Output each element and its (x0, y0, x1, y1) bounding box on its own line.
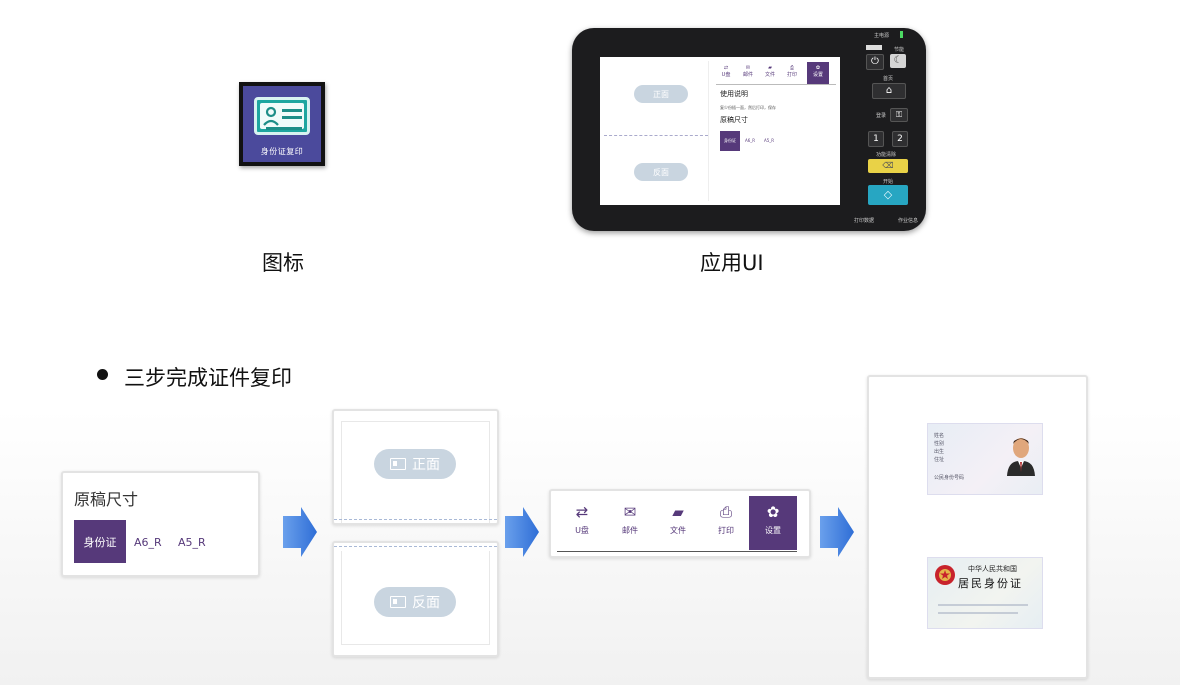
id-card-front: 姓名 性别 出生 住址 公民身份号码 (927, 423, 1043, 495)
screen-tool-file[interactable]: ▰文件 (764, 65, 775, 78)
printer-device: 正面 反面 ⇄U盘 ✉邮件 ▰文件 ⎙打印 ✿设置 使用说明 复少份插一面，然后… (572, 28, 926, 231)
national-emblem-icon (935, 565, 955, 585)
icon-caption: 图标 (262, 251, 304, 275)
status-bar (866, 45, 882, 50)
toolbar-print[interactable]: ⎙ 打印 (702, 496, 750, 548)
screen-tool-mail[interactable]: ✉邮件 (742, 65, 753, 78)
step1-title: 原稿尺寸 (74, 490, 139, 509)
scan-area: 正面 反面 (604, 61, 709, 201)
screen-front-button[interactable]: 正面 (634, 85, 688, 103)
energy-label: 节能 (894, 47, 905, 53)
main-power-label: 主电源 (874, 33, 890, 39)
step2-back-panel: 反面 (332, 541, 499, 657)
back-scan-button[interactable]: 反面 (374, 587, 456, 617)
toolbar-usb-label: U盘 (575, 526, 589, 535)
size-option-a5r[interactable]: A5_R (178, 536, 206, 549)
screen-back-label: 反面 (653, 167, 669, 177)
screen-usage-title: 使用说明 (720, 90, 748, 98)
home-label: 首页 (883, 76, 894, 82)
login-button[interactable]: ⚿ (890, 108, 908, 122)
clear-button[interactable]: ⌫ (868, 159, 908, 173)
start-button[interactable]: ◇ (868, 185, 908, 205)
arrow-right-icon (820, 507, 854, 557)
power-button[interactable]: ⏻ (866, 54, 884, 70)
arrow-right-icon (505, 507, 539, 557)
toolbar-mail[interactable]: ✉ 邮件 (606, 496, 654, 548)
screen-back-button[interactable]: 反面 (634, 163, 688, 181)
login-label: 登录 (876, 113, 887, 119)
folder-icon: ▰ (672, 503, 684, 521)
screen-tool-settings[interactable]: ✿设置 (807, 62, 829, 84)
app-icon[interactable]: 身份证复印 (239, 82, 325, 166)
mail-icon: ✉ (623, 503, 637, 521)
toolbar-print-label: 打印 (718, 526, 734, 535)
step2-front-panel: 正面 (332, 409, 499, 525)
ui-caption: 应用UI (700, 251, 764, 275)
device-screen: 正面 反面 ⇄U盘 ✉邮件 ▰文件 ⎙打印 ✿设置 使用说明 复少份插一面，然后… (600, 57, 840, 205)
home-button[interactable]: ⌂ (872, 83, 906, 99)
toolbar-settings[interactable]: ✿ 设置 (749, 496, 797, 550)
size-option-a6r[interactable]: A6_R (134, 536, 162, 549)
usb-icon: ⇄ (575, 503, 589, 521)
screen-usage-text: 复少份插一面，然后打印，保存 (720, 105, 776, 110)
id-card-icon (390, 596, 406, 608)
printer-icon: ⎙ (719, 503, 732, 521)
screen-tool-print[interactable]: ⎙打印 (786, 65, 797, 78)
page-1-button[interactable]: 1 (868, 131, 884, 147)
output-page: 姓名 性别 出生 住址 公民身份号码 中华人民共和国 居民身份证 (867, 375, 1088, 679)
energy-save-button[interactable]: ☾ (890, 54, 906, 68)
toolbar-settings-label: 设置 (765, 526, 781, 535)
id-back-title1: 中华人民共和国 (968, 565, 1017, 573)
portrait-icon (1007, 438, 1035, 476)
id-front-lines: 姓名 性别 出生 住址 公民身份号码 (934, 433, 965, 481)
id-card-back: 中华人民共和国 居民身份证 (927, 557, 1043, 629)
front-scan-button[interactable]: 正面 (374, 449, 456, 479)
gear-icon: ✿ (766, 503, 780, 521)
step1-size-panel: 原稿尺寸 身份证 A6_R A5_R (61, 471, 260, 577)
screen-size-a5r[interactable]: A5_R (764, 138, 775, 143)
page-2-button[interactable]: 2 (892, 131, 908, 147)
screen-size-title: 原稿尺寸 (720, 116, 748, 124)
id-back-title2: 居民身份证 (958, 577, 1023, 590)
id-card-icon (254, 97, 310, 135)
print-data-label: 打印数据 (854, 218, 875, 224)
job-info-label: 作业信息 (898, 218, 919, 224)
screen-size-a6r[interactable]: A6_R (745, 138, 756, 143)
toolbar-mail-label: 邮件 (622, 526, 638, 535)
power-led (900, 31, 903, 38)
steps-heading: 三步完成证件复印 (124, 366, 292, 390)
id-card-icon (390, 458, 406, 470)
arrow-right-icon (283, 507, 317, 557)
front-scan-label: 正面 (412, 457, 440, 473)
back-scan-label: 反面 (412, 595, 440, 611)
app-icon-label: 身份证复印 (260, 147, 304, 156)
size-option-idcard-label: 身份证 (83, 535, 117, 549)
step3-output-toolbar: ⇄ U盘 ✉ 邮件 ▰ 文件 ⎙ 打印 ✿ 设置 (549, 489, 811, 558)
toolbar-usb[interactable]: ⇄ U盘 (558, 496, 606, 548)
screen-tool-usb[interactable]: ⇄U盘 (721, 65, 731, 78)
function-clear-label: 功能清除 (876, 152, 897, 158)
screen-front-label: 正面 (653, 89, 669, 99)
toolbar-file-label: 文件 (670, 526, 686, 535)
toolbar-file[interactable]: ▰ 文件 (654, 496, 702, 548)
start-label: 开始 (883, 179, 894, 185)
screen-toolbar: ⇄U盘 ✉邮件 ▰文件 ⎙打印 ✿设置 (716, 62, 836, 85)
size-option-idcard[interactable]: 身份证 (74, 520, 126, 563)
screen-size-idcard[interactable]: 身份证 (720, 131, 740, 151)
bullet-dot (97, 369, 108, 380)
